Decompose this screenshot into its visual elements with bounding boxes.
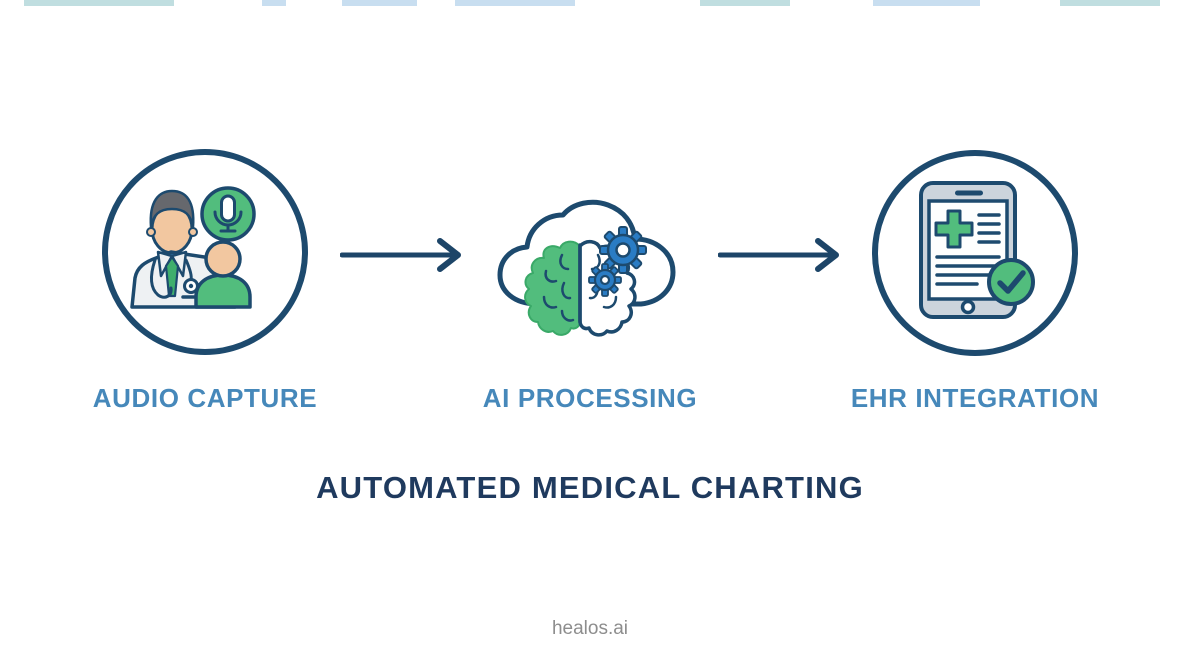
accent-dash	[262, 0, 286, 6]
microphone-icon	[200, 186, 256, 242]
accent-dash	[873, 0, 980, 6]
footer-brand: healos.ai	[551, 618, 629, 639]
accent-dash	[342, 0, 417, 6]
page-title: AUTOMATED MEDICAL CHARTING	[316, 470, 864, 505]
doctor-patient-microphone-icon	[102, 149, 308, 355]
accent-dash	[1060, 0, 1160, 6]
accent-dash	[700, 0, 790, 6]
flow-arrow-icon	[340, 238, 461, 272]
gear-icon	[599, 226, 647, 274]
step-label-audio-capture: AUDIO CAPTURE	[92, 383, 318, 413]
chart-lines	[935, 213, 1001, 286]
step-label-ehr-integration: EHR INTEGRATION	[850, 383, 1100, 413]
medical-cross-icon	[934, 209, 974, 249]
gear-icon	[588, 263, 622, 297]
accent-dash	[455, 0, 575, 6]
cloud-brain-gears-icon	[497, 199, 676, 337]
tablet-ehr-checkmark-icon	[872, 150, 1078, 356]
checkmark-badge-icon	[987, 258, 1035, 306]
accent-dash	[24, 0, 174, 6]
step-label-ai-processing: AI PROCESSING	[482, 383, 698, 413]
flow-arrow-icon	[718, 238, 839, 272]
top-accent-stripe	[0, 0, 1180, 6]
